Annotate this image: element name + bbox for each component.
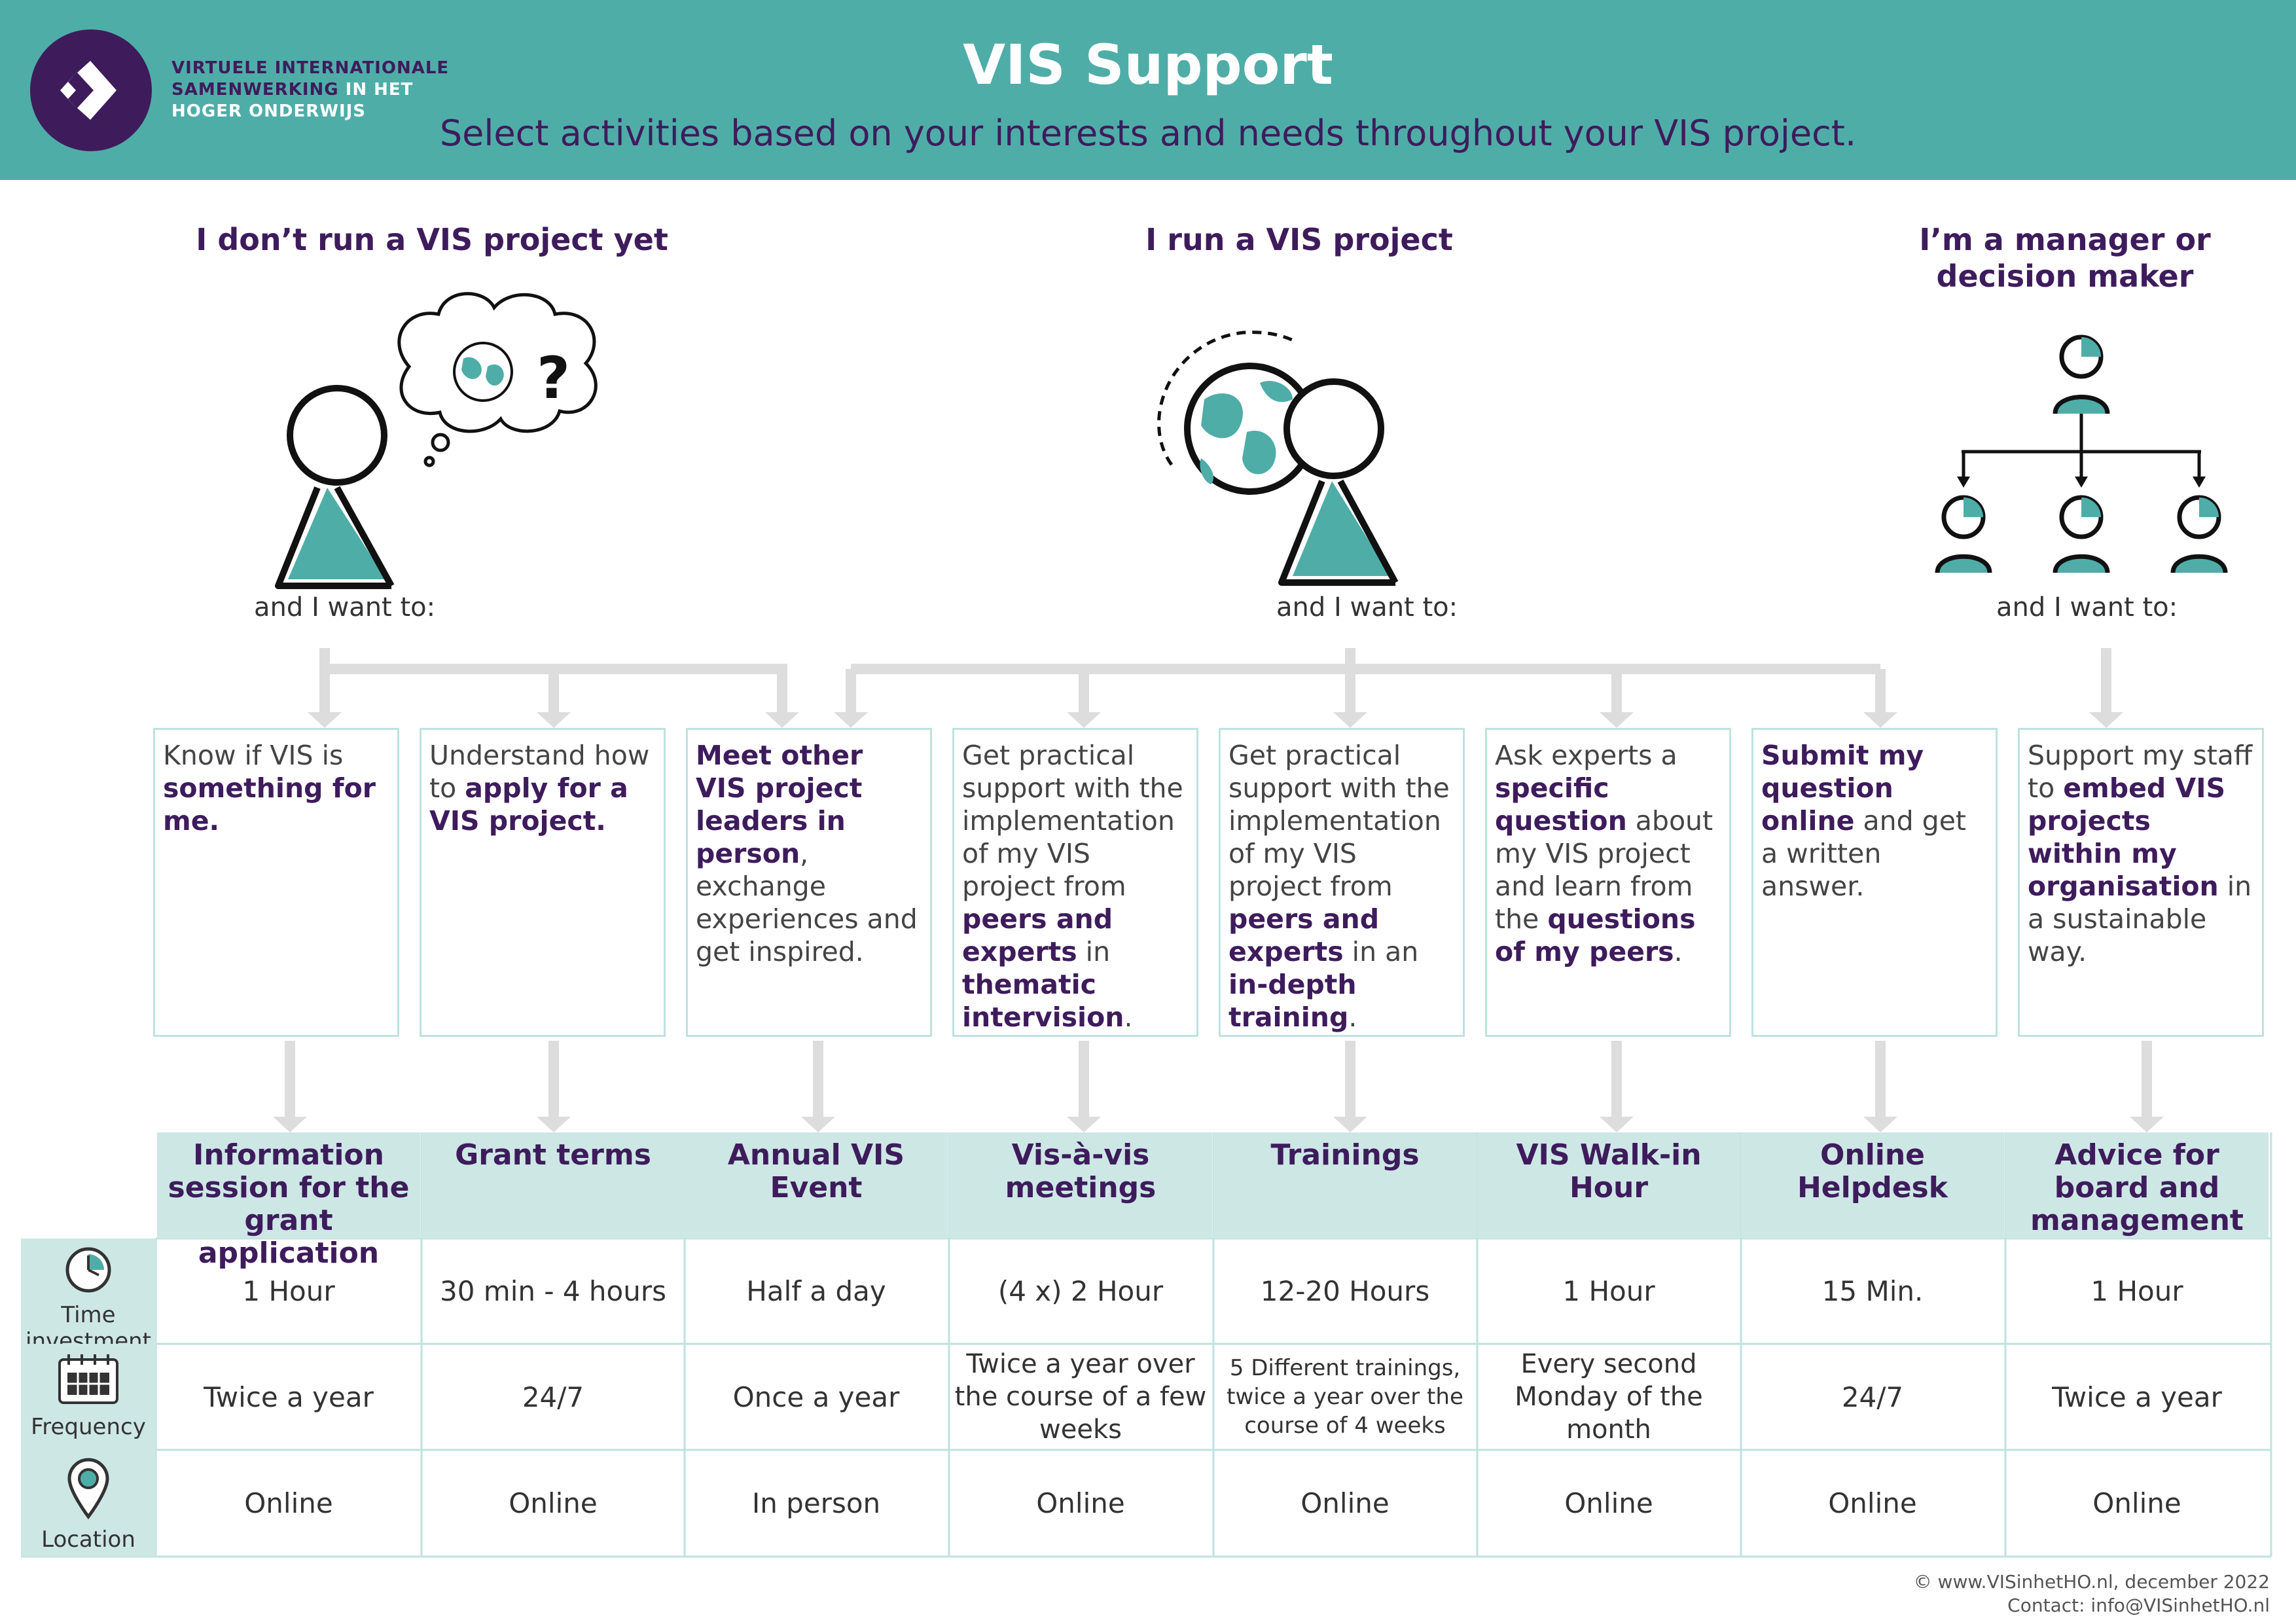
need-card-vis-fit: Know if VIS is something for me. bbox=[153, 728, 399, 1037]
need-card-training: Get practical support with the implement… bbox=[1219, 728, 1465, 1037]
location-cell: Online bbox=[1036, 1487, 1125, 1519]
location-cell: Online bbox=[1828, 1487, 1917, 1519]
frequency-cell: Twice a year bbox=[2052, 1380, 2222, 1413]
location-cell: Online bbox=[1564, 1487, 1653, 1519]
persona-want-manager: and I want to: bbox=[1996, 592, 2178, 623]
program-title-advice: Advice for board and management bbox=[2005, 1132, 2269, 1238]
persona-title-no-project: I don’t run a VIS project yet bbox=[196, 222, 668, 257]
time-cell: 15 Min. bbox=[1821, 1275, 1924, 1307]
persona-title-manager: I’m a manager or decision maker bbox=[1919, 222, 2211, 294]
program-title-annual-event: Annual VIS Event bbox=[685, 1132, 948, 1238]
time-cell: 1 Hour bbox=[1562, 1275, 1655, 1307]
page-title: VIS Support bbox=[963, 33, 1333, 97]
persona-want-running-project: and I want to: bbox=[1276, 592, 1458, 623]
need-card-ask-experts: Ask experts a specific question about my… bbox=[1485, 728, 1731, 1037]
row-label-location: Location bbox=[21, 1450, 156, 1557]
persona-want-no-project: and I want to: bbox=[254, 592, 436, 623]
frequency-cell: 5 Different trainings, twice a year over… bbox=[1227, 1355, 1463, 1439]
program-title-info-session: Information session for the grant applic… bbox=[157, 1132, 420, 1270]
need-card-apply: Understand how to apply for a VIS projec… bbox=[420, 728, 666, 1037]
time-cell: 30 min - 4 hours bbox=[439, 1275, 666, 1307]
connector-arrowheads bbox=[273, 712, 2164, 1132]
frequency-cell: Every second Monday of the month bbox=[1515, 1349, 1703, 1445]
need-card-embed: Support my staff to embed VIS projects w… bbox=[2018, 728, 2264, 1037]
svg-text:?: ? bbox=[537, 344, 570, 412]
org-chart-people-icon bbox=[1935, 334, 2228, 573]
row-label-frequency: Frequency bbox=[21, 1344, 156, 1450]
program-title-trainings: Trainings bbox=[1213, 1132, 1477, 1238]
table-grid bbox=[21, 1132, 2272, 1558]
location-cell: In person bbox=[751, 1487, 881, 1519]
calendar-icon bbox=[58, 1354, 118, 1404]
time-cell: 1 Hour bbox=[2090, 1275, 2183, 1307]
location-cell: Online bbox=[244, 1487, 333, 1519]
time-cell: 12-20 Hours bbox=[1260, 1275, 1430, 1307]
clock-icon bbox=[65, 1247, 111, 1293]
time-cell: 1 Hour bbox=[242, 1275, 335, 1307]
frequency-cell: Twice a year bbox=[204, 1380, 374, 1413]
frequency-cell: Twice a year over the course of a few we… bbox=[954, 1349, 1207, 1445]
frequency-cell: 24/7 bbox=[1841, 1380, 1904, 1413]
need-card-meet-leaders: Meet other VIS project leaders in person… bbox=[686, 728, 932, 1037]
footer-contact: Contact: info@VISinhetHO.nl bbox=[2007, 1595, 2270, 1616]
frequency-cell: 24/7 bbox=[522, 1380, 584, 1413]
location-pin-icon bbox=[67, 1458, 109, 1520]
location-cell: Online bbox=[2092, 1487, 2181, 1519]
program-title-grant-terms: Grant terms bbox=[422, 1132, 685, 1238]
persona-title-running-project: I run a VIS project bbox=[1145, 222, 1453, 257]
program-title-walk-in: VIS Walk-in Hour bbox=[1477, 1132, 1740, 1238]
location-cell: Online bbox=[1300, 1487, 1390, 1519]
person-with-globe-icon bbox=[1157, 331, 1399, 586]
program-title-helpdesk: Online Helpdesk bbox=[1741, 1132, 2004, 1238]
header-banner: VIRTUELE INTERNATIONALE SAMENWERKING IN … bbox=[0, 0, 2296, 180]
row-label-time: Time investment bbox=[21, 1238, 156, 1354]
thinking-person-icon: ? bbox=[275, 292, 598, 589]
time-cell: (4 x) 2 Hour bbox=[997, 1275, 1164, 1307]
location-cell: Online bbox=[509, 1487, 598, 1519]
frequency-cell: Once a year bbox=[732, 1380, 900, 1413]
need-card-helpdesk: Submit my question online and get a writ… bbox=[1751, 728, 1998, 1037]
time-cell: Half a day bbox=[746, 1275, 886, 1307]
connector-arrows bbox=[285, 648, 2152, 1125]
footer-copyright: © www.VISinhetHO.nl, december 2022 bbox=[1913, 1571, 2270, 1593]
program-title-vis-a-vis: Vis-à-vis meetings bbox=[949, 1132, 1212, 1238]
organisation-name: VIRTUELE INTERNATIONALE SAMENWERKING IN … bbox=[171, 58, 450, 121]
need-card-intervision: Get practical support with the implement… bbox=[952, 728, 1198, 1037]
chevron-logo-icon bbox=[60, 61, 117, 120]
page-subtitle: Select activities based on your interest… bbox=[439, 113, 1857, 154]
logo bbox=[30, 29, 152, 151]
